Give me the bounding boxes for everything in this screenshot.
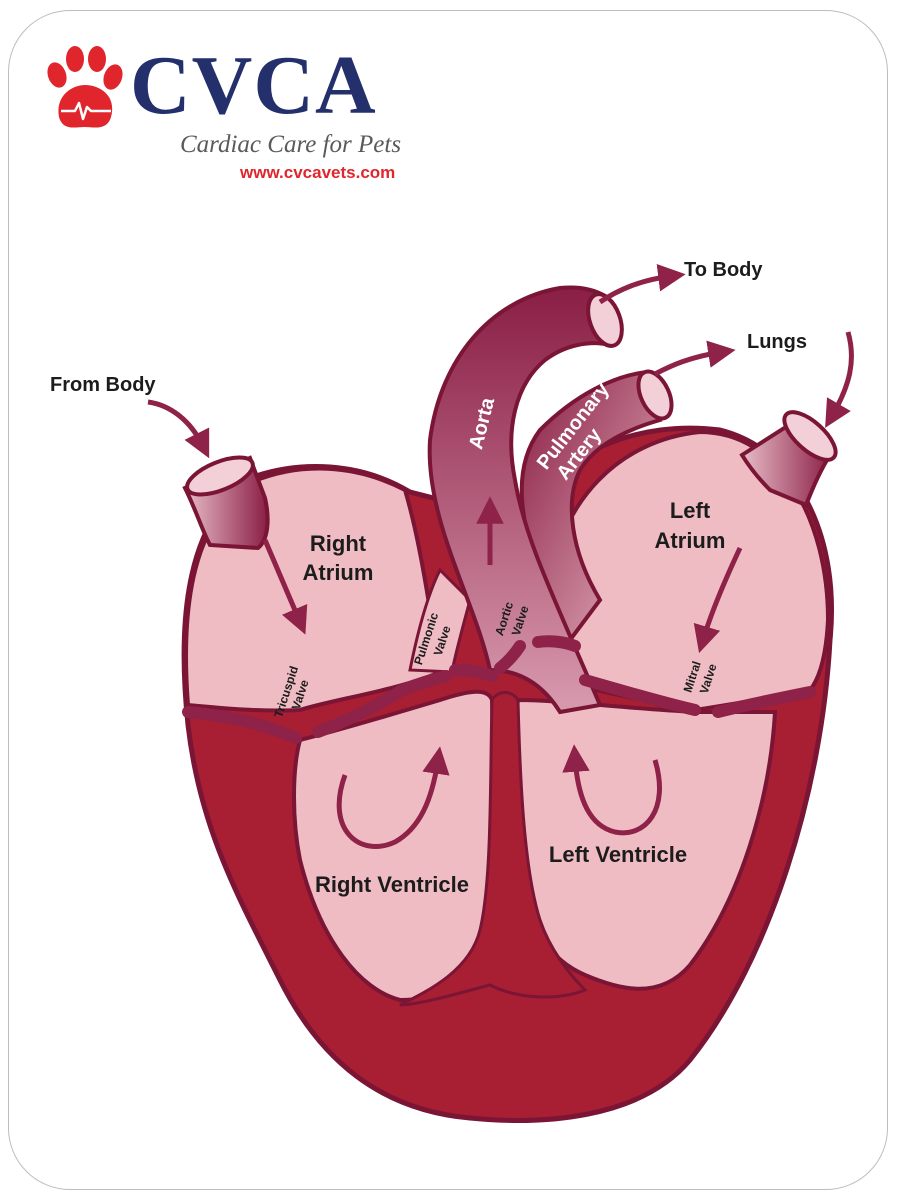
to-body-label: To Body (684, 259, 763, 281)
pulmonic-valve-leaflet (396, 670, 452, 696)
pulmonic-trunk (408, 567, 472, 674)
brand-url: www.cvcavets.com (240, 163, 396, 182)
left-ventricle-label: Left Ventricle (549, 842, 687, 867)
brand-tagline: Cardiac Care for Pets (180, 131, 402, 158)
arrow-icon (262, 539, 308, 635)
lungs-label: Lungs (747, 331, 807, 353)
paw-logo-icon (47, 46, 123, 128)
right-atrium-label-line2: Atrium (303, 560, 374, 585)
mitral-valve-right-leaflet (712, 686, 816, 718)
pulmonary-vein-opening (782, 410, 838, 462)
vena-cava-opening (185, 455, 255, 497)
right-atrium-label-line1: Right (310, 531, 367, 556)
right-ventricle-label: Right Ventricle (315, 872, 469, 897)
aortic-valve-right-leaflet (494, 640, 526, 674)
brand-name: CVCA (130, 39, 377, 132)
arrow-icon (147, 399, 210, 459)
ventricular-septum (399, 691, 588, 1007)
left-atrium-label-line2: Atrium (655, 528, 726, 553)
aortic-valve-left-leaflet (449, 664, 498, 682)
arrow-icon (693, 546, 743, 654)
aortic-valve-flap (532, 635, 581, 652)
left-atrium-label-line1: Left (670, 498, 711, 523)
aorta-opening (586, 292, 624, 348)
tricuspid-valve-left-leaflet (182, 706, 302, 744)
arrow-icon (653, 340, 736, 377)
arrow-icon (825, 331, 854, 428)
pulmonary-artery (519, 369, 663, 644)
arrow-icon (562, 744, 662, 836)
mitral-valve-left-leaflet (579, 674, 701, 716)
arrow-icon (598, 264, 686, 305)
tricuspid-valve-right-leaflet (312, 684, 408, 738)
pulmonary-artery-opening (636, 369, 674, 421)
arrow-icon (336, 746, 450, 849)
from-body-label: From Body (50, 374, 156, 396)
